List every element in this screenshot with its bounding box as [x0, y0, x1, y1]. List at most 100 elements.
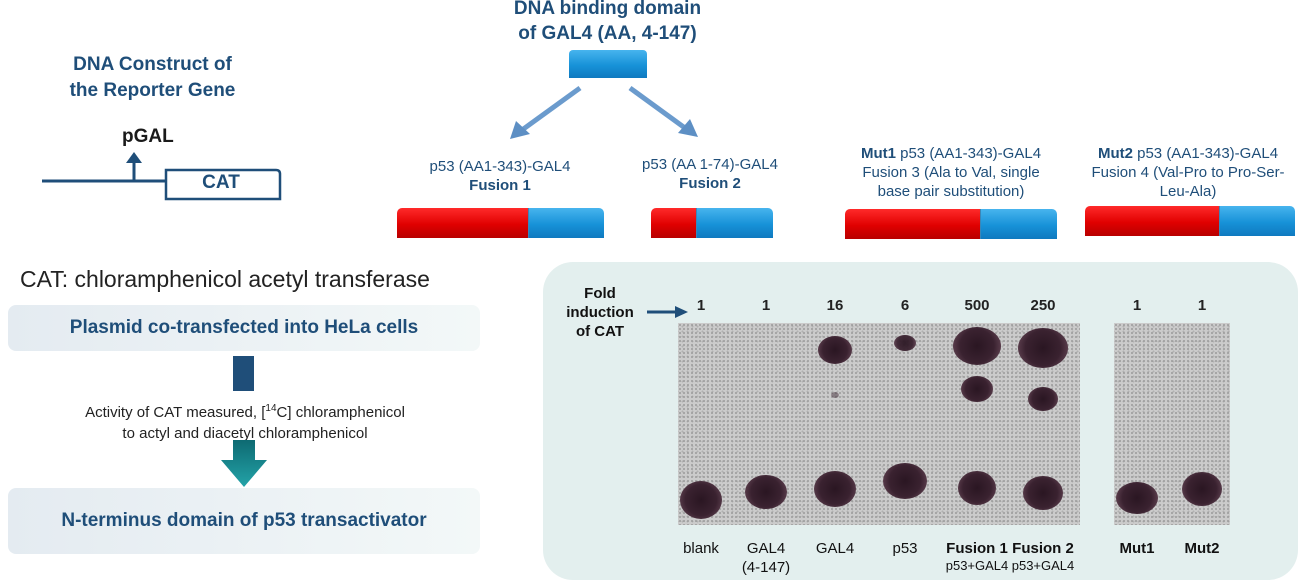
tlc-spot — [831, 392, 839, 398]
tlc-spot — [953, 327, 1001, 365]
mut1-caption: Mut1 p53 (AA1-343)-GAL4 Fusion 3 (Ala to… — [832, 144, 1070, 201]
fusion2-line2: Fusion 2 — [679, 175, 741, 192]
lane-subtitle: (4-147) — [741, 559, 791, 576]
fusion2-p53-segment — [651, 208, 696, 238]
fusion1-gal4-segment — [528, 208, 604, 238]
fusion1-bar — [397, 208, 604, 238]
fusion2-gal4-segment — [696, 208, 773, 238]
mut1-line2: Fusion 3 (Ala to Val, single — [862, 164, 1040, 181]
lane-label-2: GAL4 (4-147) — [716, 539, 816, 577]
tlc-spot — [1182, 472, 1222, 506]
mut2-construct: p53 (AA1-343)-GAL4 — [1132, 145, 1279, 162]
dbd-title-line2: of GAL4 (AA, 4-147) — [518, 23, 697, 44]
lane-label-3: GAL4 — [785, 539, 885, 558]
fusion1-line2: Fusion 1 — [469, 177, 531, 194]
fusion2-line1: p53 (AA 1-74)-GAL4 — [642, 156, 778, 173]
lane-name: Mut2 — [1184, 540, 1220, 557]
tlc-spot — [1023, 476, 1063, 510]
fold-value-lane-1: 1 — [696, 297, 706, 314]
mut2-tag: Mut2 — [1097, 145, 1133, 162]
lane-label-1: blank — [651, 539, 751, 558]
activity-line1: Activity of CAT measured, [14C] chloramp… — [20, 398, 470, 423]
mut1-gal4-segment — [980, 209, 1057, 239]
arrow-to-fusion1 — [510, 85, 582, 139]
dbd-arrows — [510, 85, 698, 139]
tlc-spot — [745, 475, 787, 509]
fold-label-line3: of CAT — [575, 323, 625, 340]
tlc-spot — [883, 463, 927, 499]
promoter-label: pGAL — [122, 126, 174, 147]
reporter-construct-diagram — [42, 152, 282, 201]
mut1-tag: Mut1 — [860, 145, 896, 162]
lane-name: blank — [683, 540, 719, 557]
gal4-dbd-bar — [569, 50, 647, 78]
flow-connector-bar — [233, 356, 254, 391]
lane-label-4: p53 — [855, 539, 955, 558]
promoter-arrow-head — [126, 152, 142, 163]
mut2-p53-segment — [1085, 206, 1219, 236]
lane-name: GAL4 — [815, 540, 855, 557]
lane-name: Mut1 — [1119, 540, 1155, 557]
carbon-14-superscript: 14 — [265, 403, 277, 414]
step1-box: Plasmid co-transfected into HeLa cells — [8, 305, 480, 351]
activity-part-b: C] chloramphenicol — [276, 404, 405, 421]
fold-label-line1: Fold — [584, 285, 616, 302]
lane-label-7: Mut1 — [1087, 539, 1187, 558]
tlc-spot — [680, 481, 722, 519]
fold-value-lane-5: 500 — [964, 297, 990, 314]
fold-arrow — [647, 306, 688, 318]
lane-name: Fusion 2 — [1012, 540, 1074, 557]
tlc-spot — [1028, 387, 1058, 411]
lane-subtitle: p53+GAL4 — [945, 558, 1009, 573]
lane-name: p53 — [892, 540, 918, 557]
lane-label-8: Mut2 — [1152, 539, 1252, 558]
construct-title: DNA Construct of the Reporter Gene — [40, 52, 265, 104]
fold-induction-label: Fold induction of CAT — [562, 284, 638, 341]
cat-gene-label: CAT — [202, 172, 240, 193]
lane-name: Fusion 1 — [946, 540, 1008, 557]
mut2-line3: Leu-Ala) — [1159, 183, 1217, 200]
fusion2-caption: p53 (AA 1-74)-GAL4 Fusion 2 — [610, 155, 810, 193]
dbd-title: DNA binding domain of GAL4 (AA, 4-147) — [450, 0, 765, 46]
mut1-construct: p53 (AA1-343)-GAL4 — [895, 145, 1042, 162]
fold-value-lane-2: 1 — [761, 297, 771, 314]
fold-value-lane-6: 250 — [1030, 297, 1056, 314]
tlc-spot — [958, 471, 996, 505]
fusion1-line1: p53 (AA1-343)-GAL4 — [429, 158, 571, 175]
mut2-bar — [1085, 206, 1295, 236]
mut1-line1: Mut1 p53 (AA1-343)-GAL4 — [832, 144, 1070, 163]
mut2-gal4-segment — [1219, 206, 1295, 236]
tlc-plate-main — [678, 323, 1080, 525]
fold-label-line2: induction — [566, 304, 634, 321]
tlc-spot — [1018, 328, 1068, 368]
lane-name: GAL4 — [746, 540, 786, 557]
tlc-spot — [1116, 482, 1158, 514]
fold-value-lane-7: 1 — [1132, 297, 1142, 314]
fold-value-lane-3: 16 — [826, 297, 844, 314]
construct-title-line1: DNA Construct of — [73, 54, 232, 75]
mut1-bar — [845, 209, 1057, 239]
tlc-spot — [818, 336, 852, 364]
step2-text: N-terminus domain of p53 transactivator — [61, 510, 427, 531]
activity-part-a: Activity of CAT measured, [ — [85, 404, 266, 421]
flow-down-arrow — [221, 440, 267, 487]
arrow-to-fusion2 — [628, 85, 698, 137]
lane-subtitle: p53+GAL4 — [1011, 558, 1075, 573]
tlc-spot — [961, 376, 993, 402]
tlc-spot — [814, 471, 856, 507]
fold-value-lane-4: 6 — [900, 297, 910, 314]
fusion2-bar — [651, 208, 773, 238]
cat-definition: CAT: chloramphenicol acetyl transferase — [20, 266, 430, 292]
fusion1-p53-segment — [397, 208, 528, 238]
mut2-caption: Mut2 p53 (AA1-343)-GAL4 Fusion 4 (Val-Pr… — [1070, 144, 1306, 201]
fusion1-caption: p53 (AA1-343)-GAL4 Fusion 1 — [400, 157, 600, 195]
dbd-title-line1: DNA binding domain — [513, 0, 702, 19]
cat-gene-box — [164, 168, 282, 201]
mut1-p53-segment — [845, 209, 980, 239]
mut2-line2: Fusion 4 (Val-Pro to Pro-Ser- — [1091, 164, 1285, 181]
activity-text: Activity of CAT measured, [14C] chloramp… — [20, 398, 470, 444]
step2-box: N-terminus domain of p53 transactivator — [8, 488, 480, 554]
activity-line2: to actyl and diacetyl chloramphenicol — [122, 425, 368, 442]
